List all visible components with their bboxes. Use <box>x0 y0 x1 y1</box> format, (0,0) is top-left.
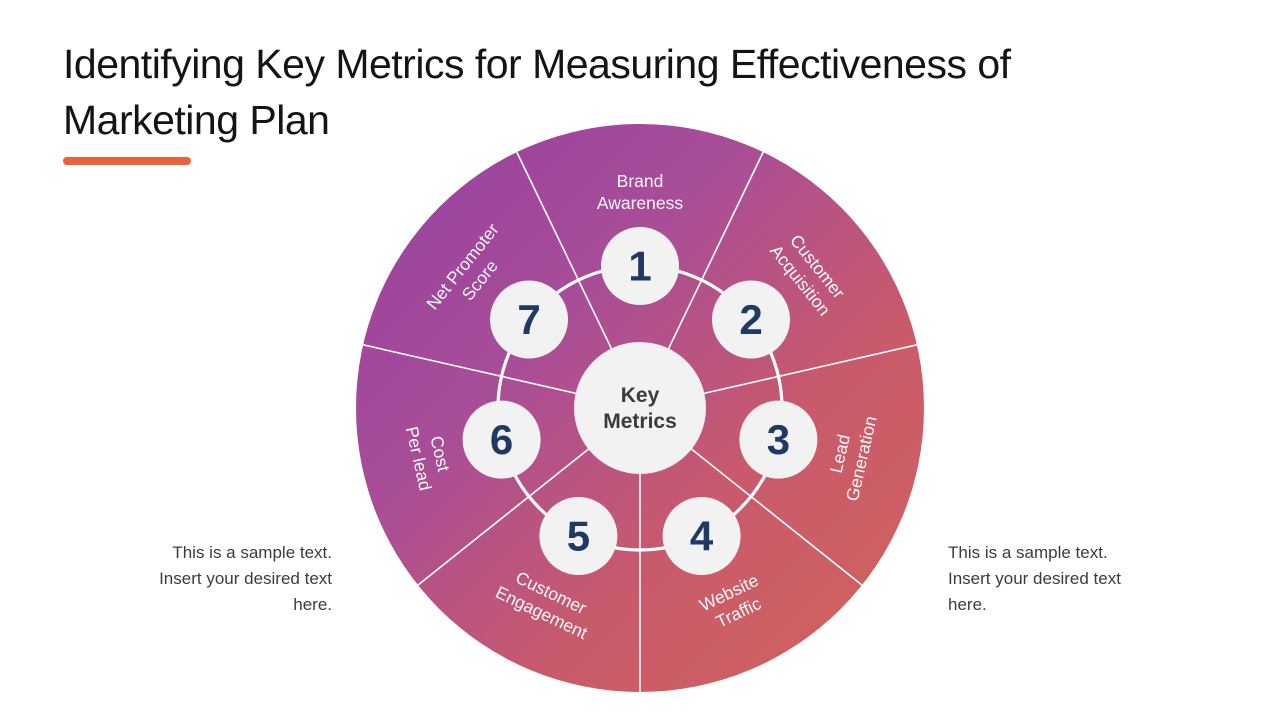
metric-node-number: 7 <box>517 296 540 343</box>
center-hub-circle <box>574 342 706 474</box>
metric-node-circle <box>601 227 679 305</box>
metric-node-circle <box>739 400 818 479</box>
metric-node-number: 2 <box>739 296 762 343</box>
metric-node-number: 5 <box>567 513 590 560</box>
metric-node-number: 6 <box>490 416 513 463</box>
metric-nodes: 1 2 3 4 5 6 7 <box>462 227 818 575</box>
metric-node-5: 5 <box>539 497 618 575</box>
metric-node-6: 6 <box>462 400 541 479</box>
metric-node-number: 4 <box>690 513 714 560</box>
metric-node-circle <box>462 400 541 479</box>
page-title-line1: Identifying Key Metrics for Measuring Ef… <box>63 41 1011 87</box>
metric-node-4: 4 <box>662 497 741 575</box>
metric-node-7: 7 <box>490 280 568 359</box>
metric-node-circle <box>712 280 790 359</box>
metric-node-circle <box>539 497 618 575</box>
metric-node-number: 1 <box>628 243 651 290</box>
metric-node-3: 3 <box>739 400 818 479</box>
metric-node-circle <box>490 280 568 359</box>
page-title: Identifying Key Metrics for Measuring Ef… <box>63 36 1223 148</box>
metric-node-1: 1 <box>601 227 679 305</box>
metric-node-number: 3 <box>767 416 790 463</box>
metric-node-circle <box>662 497 741 575</box>
sample-text-left: This is a sample text. Insert your desir… <box>159 543 332 614</box>
sample-text-right: This is a sample text. Insert your desir… <box>948 543 1121 614</box>
title-accent-underline <box>63 157 191 165</box>
metric-node-2: 2 <box>712 280 790 359</box>
page-title-line2: Marketing Plan <box>63 97 330 143</box>
